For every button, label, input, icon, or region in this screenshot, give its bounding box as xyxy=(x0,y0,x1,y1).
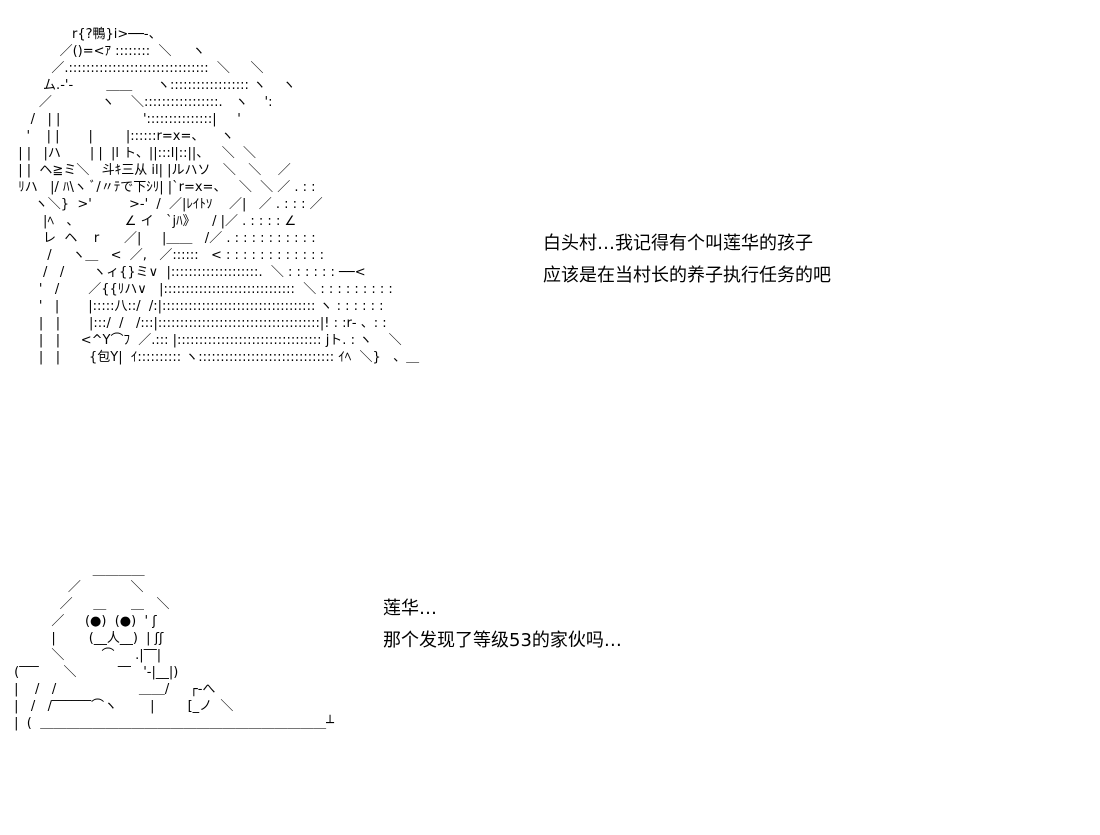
speech-text-2: 莲华… 那个发现了等级53的家伙吗… xyxy=(383,593,622,657)
art-line: / ヽ＿ < ／, ／:::::: < : : : : : : : : : : … xyxy=(10,248,325,263)
art-line: ／ ＼ xyxy=(10,580,144,595)
art-line: | / /‾‾‾‾‾‾⌒ヽ | [_ノ ＼ xyxy=(10,699,234,714)
art-line: / | | ':::::::::::::::| ' xyxy=(10,112,241,127)
character-ascii-art-2: ＿＿＿＿ ／ ＼ ／ ＿ ＿ ＼ ／ (●) (●) ' ʃ | (__人__)… xyxy=(10,562,334,732)
art-line: | (__人__) | ʃʃ xyxy=(10,631,164,646)
art-line: ／()=<ｱ :::::::: ＼ ヽ xyxy=(10,44,206,59)
art-line: ＿＿＿＿ xyxy=(10,563,145,578)
art-line: |ﾍ 、 ∠ イ `jﾊ》 / |／ . : : : : ∠ xyxy=(10,214,297,229)
art-line: (‾‾‾ ＼ ‾‾ '-|__|) xyxy=(10,665,179,680)
art-line: | | {包Y| ｲ:::::::::: ヽ::::::::::::::::::… xyxy=(10,350,420,365)
speech-line: 应该是在当村长的养子执行任务的吧 xyxy=(543,265,831,286)
art-line: ヽ＼} >' >-' / ／|ﾚｲﾄｿ ／| ／ . : : : ／ xyxy=(10,197,323,212)
speech-line: 那个发现了等级53的家伙吗… xyxy=(383,630,622,651)
speech-line: 白头村…我记得有个叫莲华的孩子 xyxy=(543,233,813,254)
art-line: レ ヘ r ／| |＿＿ /／ . : : : : : : : : : : xyxy=(10,231,316,246)
art-line: | | |ハ | | |l ト、||:::l|::||、 ＼ ＼ xyxy=(10,146,256,161)
art-line: ／ ＿ ＿ ＼ xyxy=(10,597,170,612)
character-ascii-art-1: r{?鴨}i>──-、 ／()=<ｱ :::::::: ＼ ヽ ／.::::::… xyxy=(10,26,419,366)
art-line: ﾘハ |/ ﾊ\ヽ ﾞ/〃ﾃで下ｼﾘ| |`r=x=、 ＼ ＼ ／ . : : xyxy=(10,180,316,195)
art-line: ' | | | |::::::r=x=、 ヽ xyxy=(10,129,234,144)
art-line: | ( ＿＿＿＿＿＿＿＿＿＿＿＿＿＿＿＿＿＿＿＿＿＿┴ xyxy=(10,716,334,731)
art-line: ' | |:::::八::/ /:|::::::::::::::::::::::… xyxy=(10,299,384,314)
art-line: ム.‐'‐ ＿＿ ヽ:::::::::::::::::: ヽ ヽ xyxy=(10,78,296,93)
art-line: | | |:::/ / /:::|:::::::::::::::::::::::… xyxy=(10,316,387,331)
speech-line: 莲华… xyxy=(383,598,437,619)
art-line: ／.:::::::::::::::::::::::::::::::: ＼ ＼ xyxy=(10,61,264,76)
speech-text-1: 白头村…我记得有个叫莲华的孩子 应该是在当村长的养子执行任务的吧 xyxy=(543,228,831,292)
art-line: / / ヽィ{}ミ∨ |::::::::::::::::::::. ＼ : : … xyxy=(10,265,366,280)
art-line: | | <^Y⌒ﾌ ／.::: |:::::::::::::::::::::::… xyxy=(10,333,402,348)
art-line: ／ (●) (●) ' ʃ xyxy=(10,614,157,629)
art-line: | / / ＿＿/ ┌‐へ xyxy=(10,682,216,697)
art-line: ＼ ⌒ .|‾‾| xyxy=(10,648,162,663)
art-line: ／ ヽ ＼:::::::::::::::::. ヽ ': xyxy=(10,95,273,110)
art-line: | | ヘ≧ミ＼ 斗ｷ三从 il| |ルハソ ＼ ＼ ／ xyxy=(10,163,291,178)
art-line: ' / ／{{ﾘハ∨ |::::::::::::::::::::::::::::… xyxy=(10,282,393,297)
art-line: r{?鴨}i>──-、 xyxy=(10,27,162,42)
